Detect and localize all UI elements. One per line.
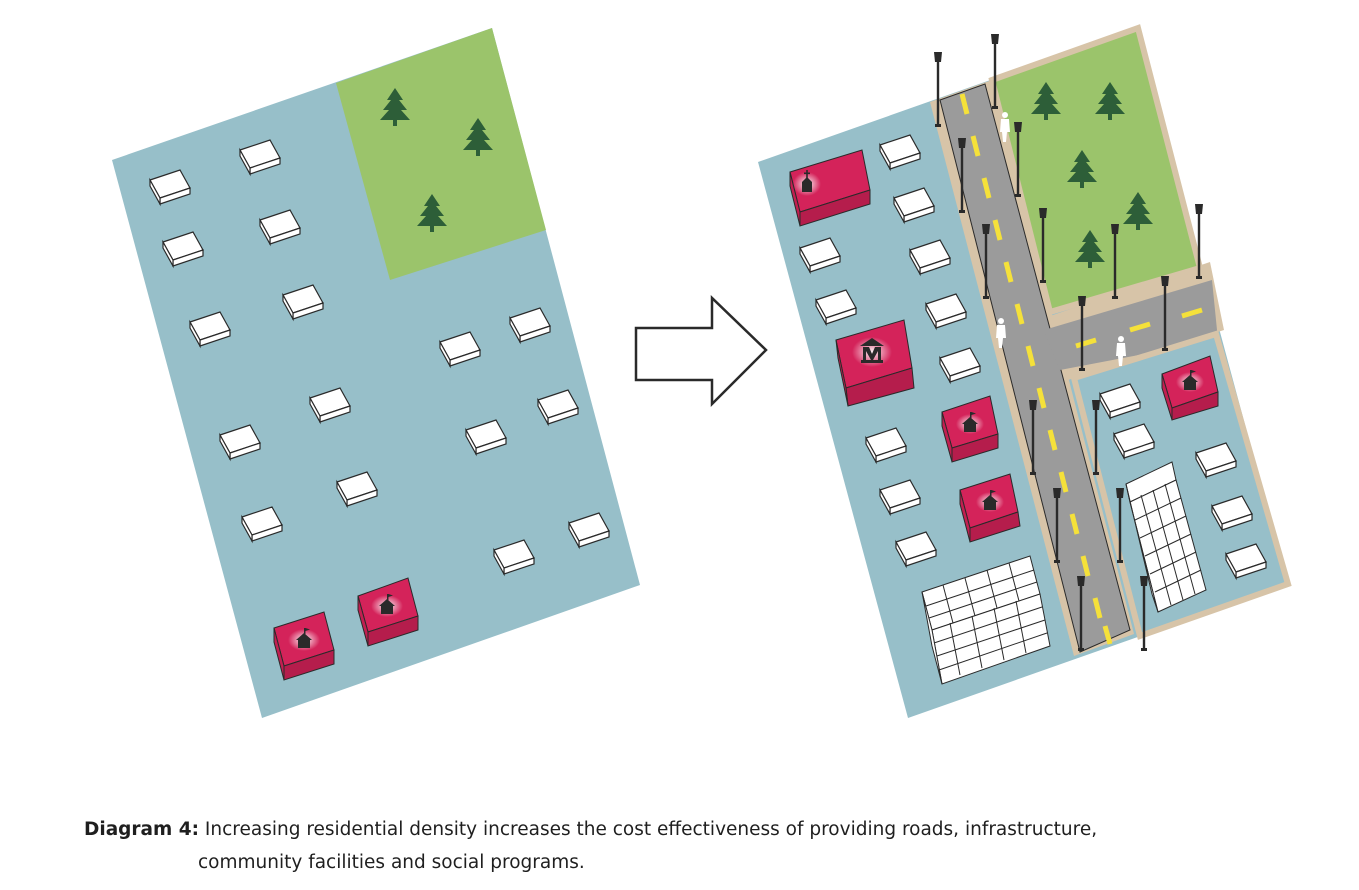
caption-line-1: Increasing residential density increases… (204, 819, 1098, 840)
school-icon (962, 412, 978, 432)
facility-school-before-2 (357, 577, 419, 647)
park-before (336, 28, 546, 280)
facility-church (789, 149, 871, 227)
facility-school-after-1 (941, 395, 999, 463)
church-icon (802, 170, 812, 192)
school-icon (982, 490, 998, 510)
school-icon (1182, 370, 1198, 390)
facility-museum (835, 319, 915, 407)
facility-school-before-1 (273, 611, 335, 681)
school-icon (296, 628, 312, 648)
caption-label: Diagram 4: (84, 819, 200, 840)
lot-before (112, 28, 640, 718)
museum-icon (860, 338, 884, 363)
caption: Diagram 4: Increasing residential densit… (84, 813, 1184, 879)
right-arrow-icon (634, 295, 768, 408)
lane-markings (959, 93, 1203, 645)
diagram-scene (112, 24, 1292, 718)
apartment-block-1 (921, 555, 1051, 685)
lot-after (758, 24, 1292, 718)
apartment-block-2 (1125, 461, 1207, 613)
caption-line-2: community facilities and social programs… (198, 852, 585, 873)
facility-school-after-2 (959, 473, 1021, 543)
school-icon (379, 594, 395, 614)
facility-school-after-3 (1161, 355, 1219, 421)
